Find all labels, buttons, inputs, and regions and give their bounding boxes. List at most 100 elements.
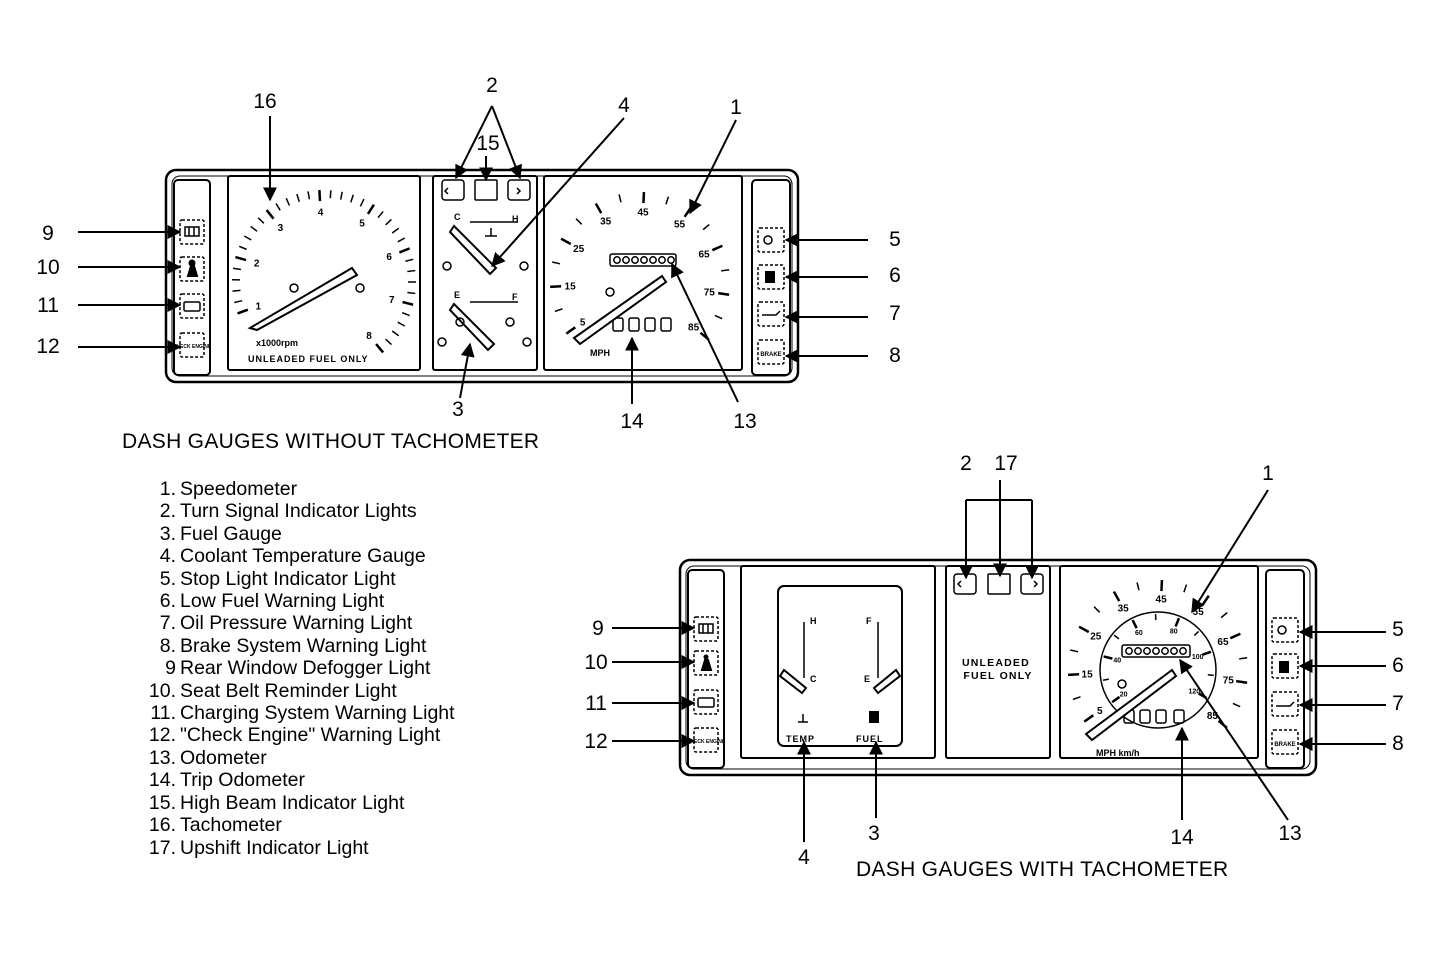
legend-item: 1.Speedometer: [140, 478, 455, 500]
bottom-callout-4: 4: [798, 846, 810, 869]
tach-tick: [275, 203, 281, 211]
legend-item-number: 10.: [148, 679, 176, 702]
top-callout-16: 16: [253, 90, 276, 113]
top-center-gauges: [432, 175, 538, 371]
tach-numeral: 2: [254, 259, 260, 270]
legend-item-number: 3.: [159, 522, 176, 545]
bottom-callout-5: 5: [1392, 618, 1404, 641]
bottom-callout-1: 1: [1262, 462, 1274, 485]
top-speed-tick: [718, 291, 730, 296]
bottom-speed-mph-tick: [1083, 714, 1095, 723]
top-temp-hot: H: [512, 214, 519, 224]
legend-item-number: 11.: [150, 702, 176, 725]
fuel-label: FUEL: [856, 734, 884, 744]
tach-numeral: 7: [389, 295, 395, 306]
legend-item-number: 1.: [159, 478, 176, 500]
legend-item: 3.Fuel Gauge: [140, 523, 455, 545]
bottom-speed-kmh-tick: [1207, 674, 1214, 677]
legend-item-text: Brake System Warning Light: [180, 634, 427, 657]
bottom-speed-kmh-tick: [1202, 650, 1212, 656]
tach-tick: [391, 330, 400, 337]
tach-tick: [397, 237, 406, 243]
tach-tick: [407, 269, 416, 273]
bottom-speed-mph-tick: [1136, 582, 1140, 591]
top-speed-tick: [550, 285, 562, 289]
legend-item-text: Low Fuel Warning Light: [180, 590, 385, 613]
tach-fuel-note: UNLEADED FUEL ONLY: [248, 354, 369, 364]
tach-tick: [243, 235, 252, 241]
tach-tick: [402, 300, 414, 306]
tach-tick: [385, 218, 392, 226]
bottom-speed-mph-numeral: 75: [1223, 676, 1235, 687]
legend-item-text: "Check Engine" Warning Light: [180, 724, 441, 747]
bottom-speed-mph-tick: [1112, 590, 1121, 602]
legend-item: 17.Upshift Indicator Light: [140, 837, 455, 859]
tach-tick: [398, 247, 411, 254]
top-speed-unit: MPH: [590, 348, 610, 358]
tach-numeral: 8: [366, 331, 372, 342]
legend-item-text: High Beam Indicator Light: [180, 791, 405, 814]
bottom-callout-17: 17: [994, 452, 1017, 475]
bottom-speed-mph-tick: [1072, 696, 1081, 701]
tach-numeral: 3: [278, 223, 284, 234]
bottom-speed-mph-numeral: 65: [1217, 637, 1229, 648]
tach-tick: [401, 311, 410, 317]
tach-tick: [391, 227, 400, 234]
bottom-fuel-note: UNLEADED FUEL ONLY: [962, 657, 1034, 682]
bottom-speed-kmh-numeral: 60: [1135, 630, 1143, 637]
top-trip-odometer: [612, 317, 672, 332]
bottom-speed-mph-numeral: 25: [1090, 631, 1102, 642]
legend-item-text: Seat Belt Reminder Light: [180, 679, 397, 702]
top-temp-cold: C: [454, 212, 461, 222]
top-speed-numeral: 65: [699, 249, 711, 260]
top-fuel-empty: E: [454, 290, 460, 300]
tach-tick: [366, 204, 375, 215]
legend-item-number: 14.: [148, 769, 176, 792]
legend-item-text: Turn Signal Indicator Lights: [180, 500, 417, 523]
top-right-light-strip: [751, 179, 791, 376]
stop-light-icon: [763, 235, 773, 245]
legend-item-text: Coolant Temperature Gauge: [180, 545, 426, 568]
tach-numeral: 6: [386, 252, 392, 263]
top-speed-numeral: 75: [704, 287, 716, 298]
top-speed-tick: [594, 202, 603, 214]
bottom-callout-14: 14: [1170, 826, 1194, 849]
legend-item: 7.Oil Pressure Warning Light: [140, 612, 455, 634]
top-leader-lines: [78, 105, 868, 404]
bottom-temp-fuel-gauges: [740, 565, 936, 759]
bottom-speed-mph-tick: [1078, 625, 1090, 634]
legend-item-number: 13.: [148, 746, 176, 769]
legend-item: 13.Odometer: [140, 747, 455, 769]
bottom-speed-mph-numeral: 5: [1097, 706, 1103, 717]
high-beam-indicator: [474, 179, 498, 201]
top-speed-tick: [552, 261, 561, 265]
bottom-fuel-full: F: [866, 616, 872, 626]
bottom-speed-kmh-tick: [1131, 619, 1138, 629]
bottom-callout-12: 12: [584, 730, 607, 753]
bottom-speed-kmh-tick: [1102, 678, 1109, 681]
top-speed-numeral: 45: [637, 208, 649, 219]
turn-right-indicator: [507, 179, 531, 201]
tach-tick: [237, 308, 249, 315]
legend-item-number: 5.: [159, 567, 176, 590]
bottom-callout-2: 2: [960, 452, 972, 475]
bottom-left-light-strip: [687, 569, 725, 769]
kmh-inner-ring: [1099, 611, 1217, 729]
legend-item-text: Charging System Warning Light: [180, 702, 455, 725]
bottom-speed-kmh-numeral: 80: [1170, 629, 1178, 636]
bottom-speed-unit: MPH km/h: [1096, 748, 1140, 758]
top-speed-numeral: 5: [580, 318, 586, 329]
tach-tick: [307, 191, 311, 200]
bottom-speed-kmh-numeral: 20: [1120, 692, 1128, 699]
bottom-speed-mph-tick: [1239, 657, 1248, 660]
bottom-callout-13: 13: [1278, 822, 1301, 845]
charging-icon: [183, 301, 201, 312]
legend-item-text: Stop Light Indicator Light: [180, 567, 396, 590]
tach-tick: [407, 291, 416, 295]
bottom-trip-odometer: [1123, 709, 1185, 724]
tach-tick: [232, 289, 241, 292]
legend-item: 15.High Beam Indicator Light: [140, 792, 455, 814]
bottom-leader-lines: [612, 480, 1386, 842]
